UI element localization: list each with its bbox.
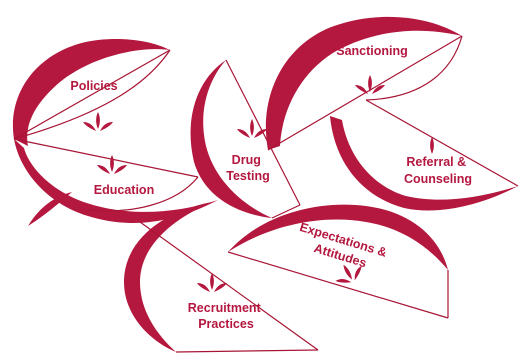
segment-drug-testing: Drug Testing <box>190 59 301 219</box>
referral-sprout-icon <box>430 137 434 154</box>
referral-counseling-label: Referral & Counseling <box>404 155 472 186</box>
education-sprout-icon <box>97 155 127 174</box>
recruitment-sprout-icon <box>197 273 227 292</box>
sanctioning-chord-line <box>267 35 463 151</box>
segment-policies: Policies <box>12 39 171 146</box>
sanctioning-edge-line <box>365 35 463 101</box>
segment-sanctioning: Sanctioning <box>265 16 463 151</box>
sanctioning-sprout-icon <box>355 75 385 94</box>
drug-testing-leaf-shape <box>190 60 272 218</box>
education-edge-line <box>87 176 199 212</box>
education-tail-shape <box>28 192 72 226</box>
education-label: Education <box>94 183 154 197</box>
drug-testing-edge-line <box>271 204 301 219</box>
education-leaf-shape <box>14 139 218 223</box>
policies-chord-line <box>13 49 171 140</box>
education-chord-line <box>13 138 199 178</box>
recruitment-base-line <box>175 349 319 353</box>
sanctioning-label: Sanctioning <box>336 44 408 58</box>
policies-label: Policies <box>70 79 117 93</box>
expectations-leaf-shape <box>228 204 448 270</box>
recruitment-chord-line <box>139 221 319 351</box>
expectations-attitudes-label: Expectations & Attitudes <box>293 220 391 276</box>
policies-sprout-icon <box>83 112 113 131</box>
expectations-chord-line <box>227 251 449 319</box>
recruitment-practices-label: Recruitment Practices <box>188 301 264 331</box>
referral-leaf-shape <box>330 116 518 211</box>
policies-edge-line <box>13 49 171 140</box>
sanctioning-leaf-shape <box>265 16 462 151</box>
expectations-sprout-icon <box>335 264 362 283</box>
policies-leaf-shape <box>12 39 170 146</box>
recruitment-leaf-shape <box>124 202 212 352</box>
segment-referral-counseling: Referral & Counseling <box>330 99 519 211</box>
segment-education: Education <box>13 138 218 226</box>
referral-chord-line <box>365 99 519 187</box>
segment-recruitment-practices: Recruitment Practices <box>124 202 319 353</box>
drug-testing-label: Drug Testing <box>226 153 270 183</box>
drug-testing-sprout-icon <box>237 119 267 138</box>
